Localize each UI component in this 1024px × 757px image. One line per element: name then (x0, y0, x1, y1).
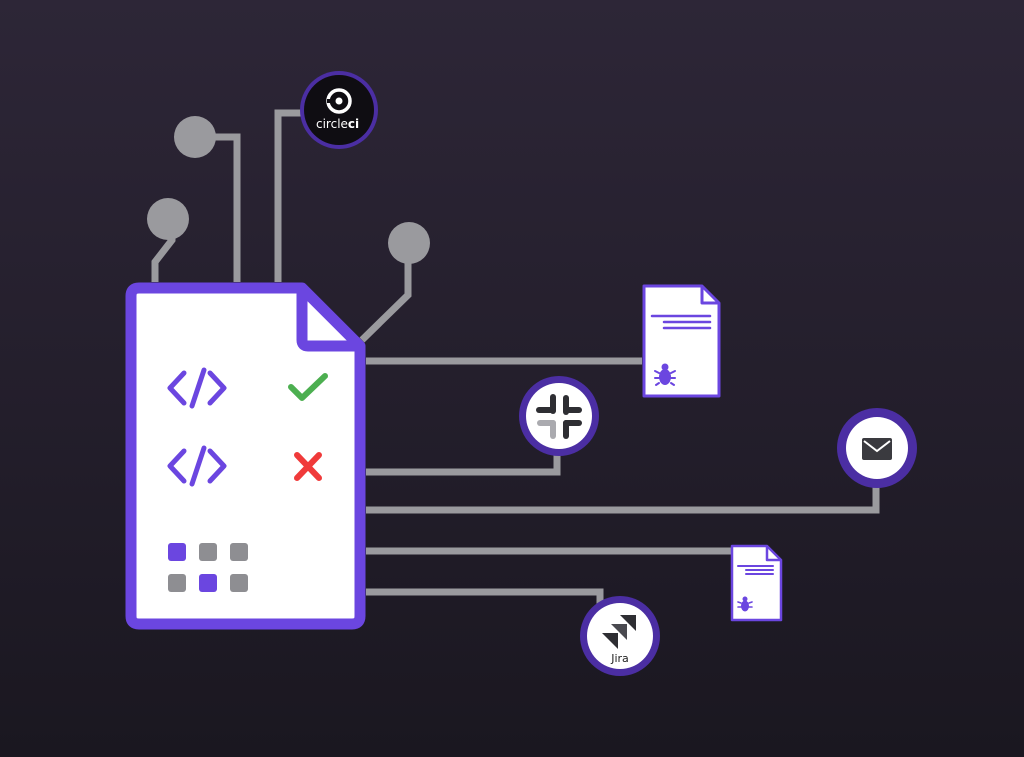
jira-badge: Jira (580, 596, 660, 676)
grid-square (199, 543, 217, 561)
slack-logo (536, 394, 582, 439)
document-body (125, 282, 366, 630)
slack-badge (519, 376, 599, 456)
main-document (125, 282, 366, 630)
cross-icon (294, 452, 322, 481)
circleci-logo: circleci (316, 88, 359, 131)
connector-email (366, 484, 880, 514)
email-badge (837, 408, 917, 488)
envelope-icon (862, 438, 892, 460)
jira-logo: Jira (602, 615, 636, 665)
svg-text:circleci: circleci (316, 117, 359, 131)
document-fold (296, 288, 360, 352)
connector-node-2 (198, 133, 241, 282)
circleci-badge: circleci (300, 71, 378, 149)
connector-jira (366, 588, 604, 615)
circleci-text-regular: circle (316, 117, 348, 131)
grid-square (168, 574, 186, 592)
bug-report-document-large (642, 284, 721, 398)
connectors-right (366, 357, 880, 615)
grid-icon (168, 543, 248, 592)
bug-icon (654, 363, 676, 386)
circleci-text-bold: ci (348, 117, 359, 131)
jira-label: Jira (610, 652, 629, 665)
check-icon (288, 373, 328, 401)
node-dot (174, 116, 216, 158)
grid-square-highlighted (199, 574, 217, 592)
code-icon (167, 367, 227, 409)
code-icon (167, 445, 227, 487)
node-dot (147, 198, 189, 240)
connector-slack (366, 446, 561, 476)
connector-circleci (274, 109, 302, 282)
bug-icon (737, 596, 753, 612)
bug-report-document-small (730, 544, 783, 622)
node-dot (388, 222, 430, 264)
grid-square-highlighted (168, 543, 186, 561)
grid-square (230, 574, 248, 592)
connector-nodes (147, 116, 430, 264)
grid-square (230, 543, 248, 561)
